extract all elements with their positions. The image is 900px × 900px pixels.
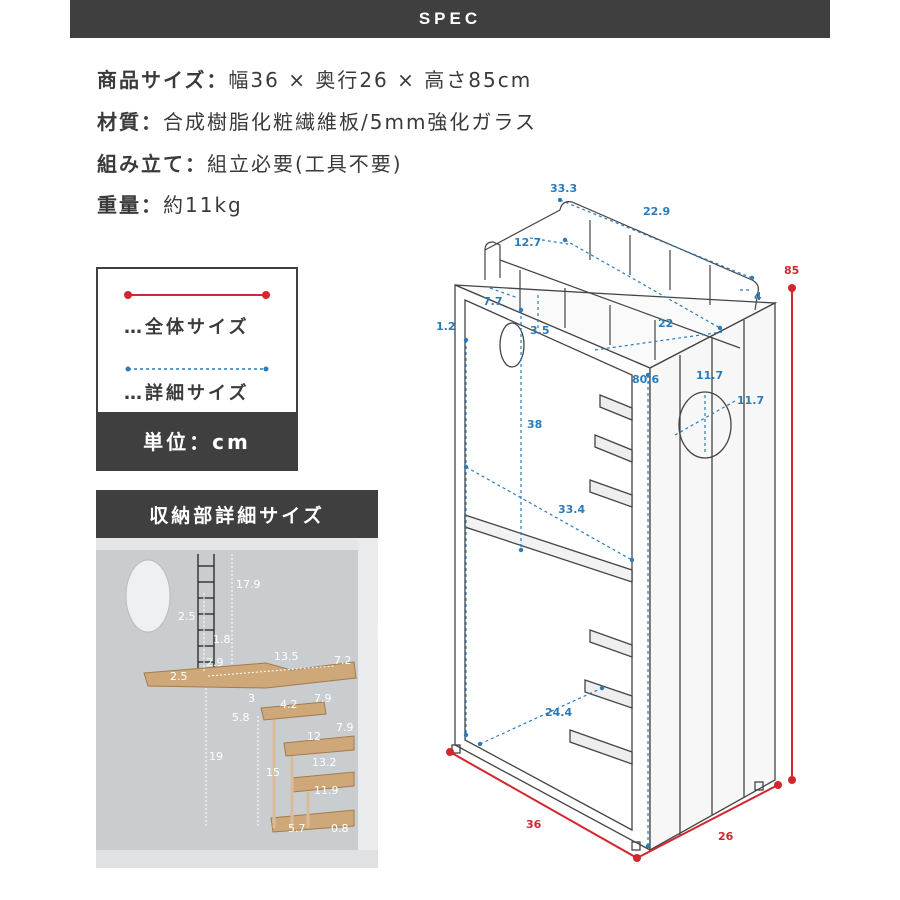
spec-weight-key: 重量： — [97, 193, 163, 217]
product-dimension-drawing: 33.3 22.9 12.7 7.7 3.5 4 22 1.2 80.6 38 … — [436, 182, 799, 862]
photo-dim-d9: 4.2 — [280, 698, 298, 711]
photo-dim-d5: 13.5 — [274, 650, 299, 663]
photo-side-panel — [358, 538, 378, 868]
dim-top-width: 33.3 — [550, 182, 577, 195]
photo-dim-d8: 3 — [248, 692, 255, 705]
photo-dim-d12: 12 — [307, 730, 321, 743]
photo-dim-d17: 11.9 — [314, 784, 339, 797]
legend-lines — [124, 291, 270, 372]
detail-dimension-lines — [465, 199, 753, 846]
dim-rail-post: 3.5 — [530, 324, 550, 337]
dim-rail-left: 12.7 — [514, 236, 541, 249]
overall-line-start-dot — [124, 291, 132, 299]
spec-assembly: 組み立て：組立必要(工具不要) — [97, 148, 403, 177]
photo-dimension-lines — [203, 554, 335, 828]
photo-dim-d6: 7.2 — [334, 654, 352, 667]
spec-assembly-key: 組み立て： — [97, 152, 207, 176]
spec-size: 商品サイズ：幅36 × 奥行26 × 高さ85cm — [97, 64, 532, 93]
unit-label: 単位：cm — [143, 430, 251, 454]
photo-step-2 — [283, 735, 355, 757]
spec-size-key: 商品サイズ： — [97, 68, 229, 92]
dim-hole-width: 11.7 — [696, 369, 723, 382]
spec-title: SPEC — [418, 9, 482, 28]
storage-detail-title-text: 収納部詳細サイズ — [149, 504, 325, 527]
photo-dim-d18: 5.7 — [288, 822, 306, 835]
storage-detail-title: 収納部詳細サイズ — [96, 490, 378, 538]
dim-top-depth: 22.9 — [643, 205, 670, 218]
dimension-legend: …全体サイズ …詳細サイズ 単位：cm — [96, 267, 298, 471]
dim-rail-side: 4 — [754, 290, 762, 303]
unit-bar: 単位：cm — [98, 412, 296, 469]
storage-detail-photo: 17.9 2.5 1.8 2.9 13.5 7.2 2.5 3 4.2 7.9 … — [96, 538, 378, 868]
overall-dimension-dots — [446, 284, 796, 862]
dim-upper-height: 38 — [527, 418, 542, 431]
dim-inner-height: 80.6 — [632, 373, 659, 386]
spec-weight: 重量：約11kg — [97, 189, 243, 218]
spec-assembly-value: 組立必要(工具不要) — [207, 152, 403, 176]
photo-dim-d3: 1.8 — [213, 633, 231, 646]
photo-dim-d19: 0.8 — [331, 822, 349, 835]
spec-weight-value: 約11kg — [163, 193, 243, 217]
photo-ladder — [197, 554, 215, 670]
dim-overall-width: 36 — [526, 818, 542, 831]
dim-overall-height: 85 — [784, 264, 799, 277]
photo-side-window — [377, 617, 378, 649]
detail-size-label: …詳細サイズ — [124, 383, 250, 404]
photo-dim-d2: 2.5 — [178, 610, 196, 623]
photo-dim-d1: 17.9 — [236, 578, 261, 591]
overall-line-end-dot — [262, 291, 270, 299]
photo-dimension-labels: 17.9 2.5 1.8 2.9 13.5 7.2 2.5 3 4.2 7.9 … — [170, 578, 354, 835]
photo-upper-shelf — [143, 661, 357, 689]
dim-inner-depth: 22 — [658, 317, 673, 330]
dim-rail-gap: 7.7 — [483, 295, 503, 308]
dim-overall-depth: 26 — [718, 830, 734, 843]
photo-dim-d4: 2.9 — [206, 656, 224, 669]
photo-bottom-panel — [96, 850, 378, 868]
dim-hole-height: 11.7 — [737, 394, 764, 407]
photo-round-window — [125, 559, 171, 633]
detail-line-end-dot — [263, 366, 269, 372]
spec-material-value: 合成樹脂化粧繊維板/5mm強化ガラス — [163, 110, 538, 134]
dim-shelf-width: 33.4 — [558, 503, 585, 516]
photo-dim-d14: 13.2 — [312, 756, 337, 769]
photo-dim-d11: 5.8 — [232, 711, 250, 724]
photo-dim-d13: 7.9 — [336, 721, 354, 734]
overall-dimension-lines — [449, 288, 793, 859]
photo-dim-d10: 7.9 — [314, 692, 332, 705]
dim-lower-depth: 24.4 — [545, 706, 572, 719]
spec-header: SPEC — [70, 0, 830, 38]
spec-size-value: 幅36 × 奥行26 × 高さ85cm — [228, 68, 533, 92]
spec-material: 材質：合成樹脂化粧繊維板/5mm強化ガラス — [97, 106, 537, 135]
dim-glass-offset: 1.2 — [436, 320, 456, 333]
photo-step-posts — [272, 720, 310, 828]
spec-material-key: 材質： — [97, 110, 163, 134]
photo-dim-d15: 19 — [209, 750, 223, 763]
photo-step-1 — [260, 701, 327, 721]
cabinet-outline — [451, 284, 778, 852]
detail-line-start-dot — [125, 366, 131, 372]
photo-top-panel — [96, 538, 378, 550]
overall-size-label: …全体サイズ — [124, 317, 250, 338]
photo-dim-d7: 2.5 — [170, 670, 188, 683]
photo-dim-d16: 15 — [266, 766, 280, 779]
detail-dimension-dots — [463, 197, 755, 849]
